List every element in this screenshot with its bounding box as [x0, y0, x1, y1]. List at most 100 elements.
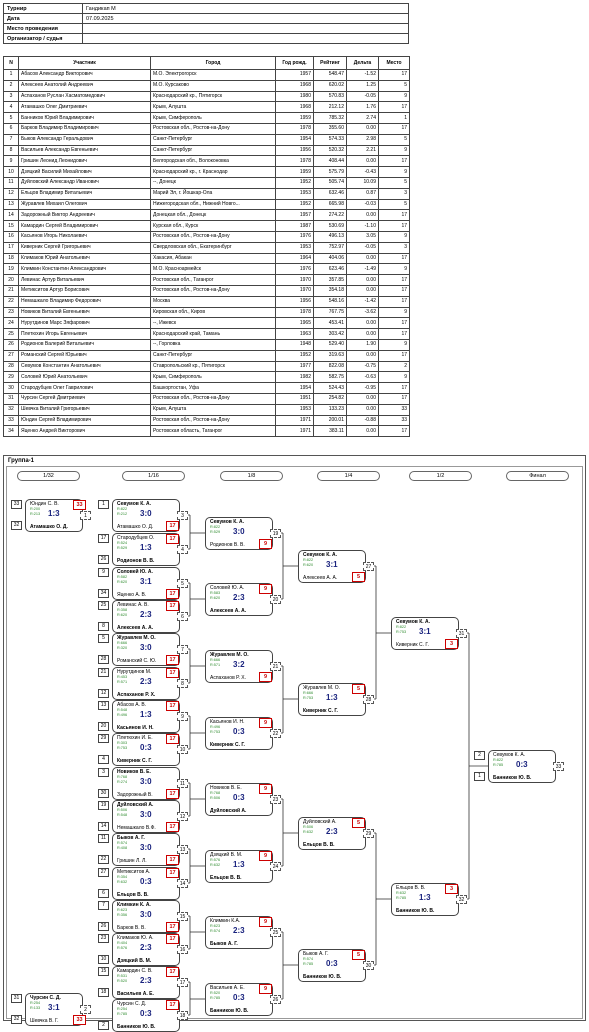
- rating-bottom: R:212: [117, 512, 128, 516]
- place-badge: 9: [259, 917, 272, 927]
- seed-top: 2: [474, 751, 485, 760]
- rating-top: R:666: [117, 641, 128, 645]
- table-cell: 18: [3, 252, 19, 265]
- place-badge: 9: [259, 718, 272, 728]
- table-cell: 17: [378, 155, 410, 168]
- match-number: 14: [177, 879, 188, 888]
- table-cell: Краснодарский кр., Пятигорск: [150, 90, 276, 103]
- player-bottom-name: Аспаханов Р. Х.: [210, 675, 247, 681]
- place-badge: 17: [166, 967, 179, 977]
- table-cell: 17: [378, 209, 410, 222]
- seed-bottom: 1: [474, 772, 485, 781]
- seed-top: 7: [98, 901, 109, 910]
- table-cell: 1978: [275, 306, 314, 319]
- table-cell: 25: [3, 328, 19, 340]
- rating-bottom: R:632: [117, 880, 128, 884]
- table-cell: 1976: [275, 230, 314, 243]
- match-score: 2:3: [233, 926, 245, 935]
- table-cell: 1951: [275, 392, 314, 405]
- player-top-name: Дуйловский А.: [303, 819, 337, 825]
- table-cell: 200.01: [313, 414, 347, 427]
- seed-top: 33: [11, 500, 22, 509]
- table-cell: -0.43: [346, 166, 379, 178]
- player-top-name: Климкин К. А.: [117, 902, 151, 908]
- rating-top: R:520: [210, 991, 221, 995]
- rating-top: R:822: [303, 558, 314, 562]
- info-label: Место проведения: [3, 23, 83, 34]
- place-badge: 9: [259, 784, 272, 794]
- table-cell: 8: [3, 144, 19, 157]
- table-cell: 254.82: [313, 392, 347, 405]
- rating-top: R:574: [303, 957, 314, 961]
- info-row: Организатор / судья: [3, 33, 409, 44]
- rating-bottom: R:785: [493, 763, 504, 767]
- table-cell: 3: [378, 241, 410, 254]
- player-top-name: Юндин С. В.: [30, 501, 59, 507]
- seed-top: 25: [98, 601, 109, 610]
- seed-bottom: 34: [98, 589, 109, 598]
- rating-top: R:524: [117, 541, 128, 545]
- player-top-name: Климкин К.А.: [210, 918, 241, 924]
- rating-top: R:496: [210, 725, 221, 729]
- table-cell: Ростовская обл., Ростов-на-Дону: [150, 122, 276, 135]
- match-score: 3:1: [48, 1003, 60, 1012]
- table-cell: Крым, Симферополь: [150, 371, 276, 384]
- rating-top: R:623: [210, 924, 221, 928]
- table-cell: Абасов Александр Викторович: [18, 69, 151, 81]
- table-cell: 33: [378, 414, 410, 427]
- match-number: 29: [363, 829, 374, 838]
- rating-top: R:666: [303, 691, 314, 695]
- rating-bottom: R:529: [117, 546, 128, 550]
- rating-bottom: R:753: [117, 746, 128, 750]
- match-score: 1:3: [140, 543, 152, 552]
- table-cell: Касьянов Игорь Николаевич: [18, 230, 151, 243]
- seed-top: 5: [98, 634, 109, 643]
- table-cell: Белгородская обл., Волоконовка: [150, 155, 276, 168]
- table-cell: Немашкало Владимир Федорович: [18, 295, 151, 308]
- table-cell: 1965: [275, 317, 314, 330]
- table-cell: 0.00: [346, 155, 379, 168]
- rating-bottom: R:785: [210, 996, 221, 1000]
- place-badge: 17: [166, 668, 179, 678]
- rating-bottom: R:620: [117, 613, 128, 617]
- player-top-name: Севумов К. А.: [303, 552, 338, 558]
- player-bottom-name: Гришин Л. Л.: [117, 858, 147, 864]
- match-score: 1:3: [233, 860, 245, 869]
- table-cell: Дуйловский Александр Иванович: [18, 176, 151, 189]
- table-cell: 9: [378, 263, 410, 276]
- table-cell: 1.76: [346, 101, 379, 114]
- table-cell: 0.00: [346, 274, 379, 286]
- table-cell: 1956: [275, 295, 314, 308]
- player-top-name: Абасов А. В.: [117, 702, 147, 708]
- player-bottom-name: Атамашко О. Д.: [30, 524, 68, 530]
- table-cell: Дзяцкий Василий Михайлович: [18, 166, 151, 178]
- rating-bottom: R:571: [210, 663, 221, 667]
- table-cell: 752.97: [313, 241, 347, 254]
- place-badge: 17: [166, 922, 179, 932]
- group-title: Группа-1: [8, 458, 35, 464]
- round-header: 1/4: [317, 471, 380, 481]
- table-cell: 9: [378, 230, 410, 243]
- table-cell: 1.90: [346, 338, 379, 351]
- table-cell: 496.13: [313, 230, 347, 243]
- rating-top: R:506: [303, 825, 314, 829]
- table-cell: Москва: [150, 295, 276, 308]
- match-score: 1:3: [419, 893, 431, 902]
- table-cell: Краснодарский край, Тамань: [150, 328, 276, 340]
- table-cell: 17: [378, 122, 410, 135]
- player-bottom-name: Киверник С. Г.: [303, 708, 338, 714]
- match-score: 3:0: [140, 910, 152, 919]
- player-top-name: Журавлев М. О.: [210, 652, 249, 658]
- table-cell: Ростовская обл., Таганрог: [150, 274, 276, 286]
- table-cell: 575.79: [313, 166, 347, 178]
- match-score: 3:0: [140, 509, 152, 518]
- rating-bottom: R:620: [210, 596, 221, 600]
- table-cell: 17: [378, 69, 410, 81]
